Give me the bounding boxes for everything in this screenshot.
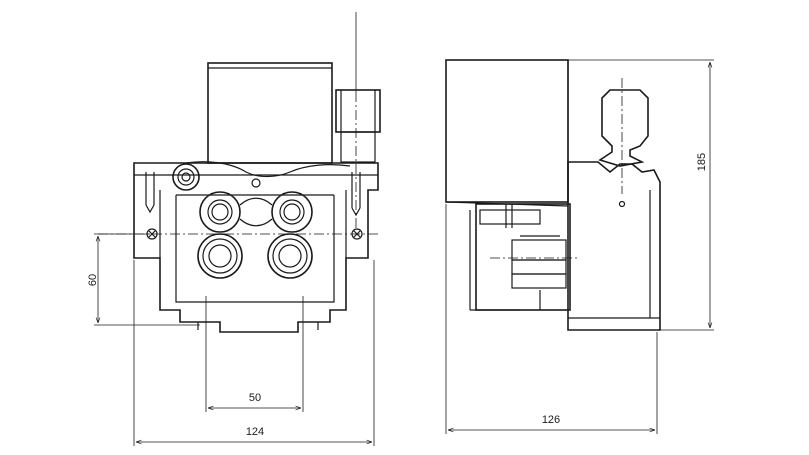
side-wire-guide [598, 78, 649, 194]
dimension-60: 60 [87, 233, 200, 326]
dim-label-126: 126 [542, 414, 560, 426]
dim-label-50: 50 [249, 392, 261, 404]
lower-roller-left [197, 233, 243, 279]
side-view: 185 126 [445, 59, 714, 434]
mounting-screw-right [351, 228, 363, 240]
dim-label-124: 124 [246, 426, 264, 438]
side-motor-body [445, 59, 569, 203]
drive-plate [133, 162, 379, 333]
dimension-126: 126 [445, 204, 658, 434]
dimension-50: 50 [205, 296, 304, 412]
dim-label-60: 60 [87, 274, 99, 286]
tension-screw-left [145, 172, 155, 214]
dimension-124: 124 [133, 260, 375, 446]
side-gear-block [469, 203, 580, 311]
tension-screw-right [351, 172, 361, 217]
upper-roller-right [271, 191, 313, 233]
side-cover-plate [567, 161, 661, 331]
upper-roller-left [199, 191, 241, 233]
pressure-lever [172, 161, 351, 191]
lower-roller-right [267, 233, 313, 279]
dim-label-185: 185 [696, 153, 708, 171]
motor-housing [207, 62, 333, 164]
wire-guide-fitting [335, 12, 381, 230]
front-view: 60 50 124 [87, 12, 381, 446]
dimension-185: 185 [568, 59, 714, 331]
